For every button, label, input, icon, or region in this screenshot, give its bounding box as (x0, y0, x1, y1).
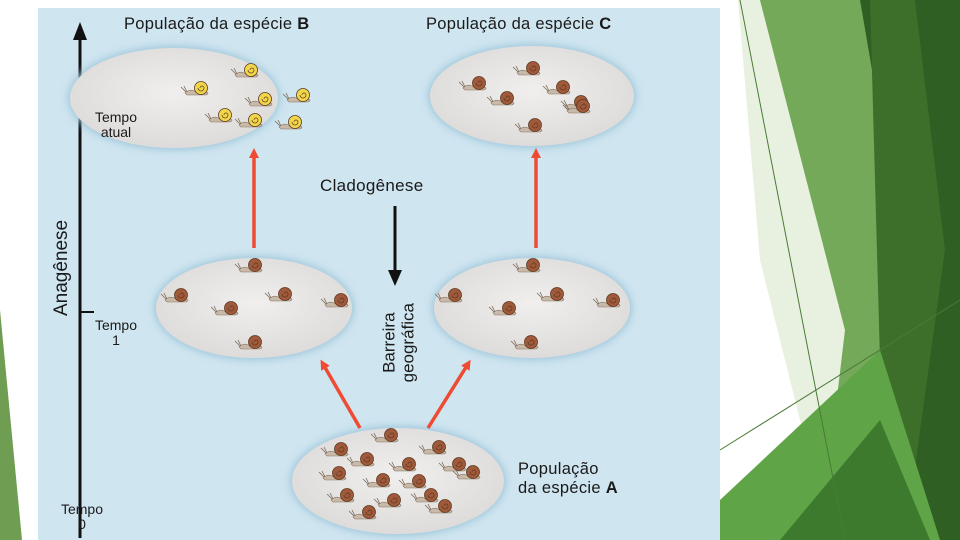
snail-icon (348, 505, 377, 520)
snail-icon (488, 301, 517, 316)
snail-icon (410, 488, 439, 503)
speciation-diagram: População da espécie B População da espé… (38, 8, 720, 540)
snail-icon (424, 499, 453, 514)
label-species-a: População da espécie A (518, 460, 618, 497)
snail-icon (373, 493, 402, 508)
deco-green-bottom-dark (780, 420, 930, 540)
snail-icon (486, 91, 515, 106)
ellipse-time1-left (154, 256, 354, 360)
snail-icon (398, 474, 427, 489)
snail-icon (510, 335, 539, 350)
time-axis-arrowhead (73, 22, 87, 40)
ellipse-time1-right (432, 256, 632, 360)
ellipse-species-c (428, 44, 636, 148)
label-tempo-atual: Tempo atual (94, 109, 138, 140)
snail-icon (512, 258, 541, 273)
snail-icon (282, 88, 311, 103)
snail-icon (438, 457, 467, 472)
snail-icon (362, 473, 391, 488)
snail-icon (388, 457, 417, 472)
snail-icon (320, 293, 349, 308)
label-anagenese: Anagênese (51, 219, 73, 317)
ellipse-species-b (68, 46, 280, 150)
snail-icon (434, 288, 463, 303)
label-barreira-geografica: Barreira geográfica (379, 303, 417, 383)
label-species-b: População da espécie B (124, 15, 310, 33)
snail-icon (318, 466, 347, 481)
snail-icon (512, 61, 541, 76)
snail-icon (326, 488, 355, 503)
snail-icon (180, 81, 209, 96)
label-tempo-1: Tempo 1 (94, 317, 138, 348)
barrier-arrowhead (388, 270, 402, 286)
snails-layer (160, 61, 621, 520)
snail-icon (514, 118, 543, 133)
snail-icon (458, 76, 487, 91)
snail-icon (542, 80, 571, 95)
snail-icon (592, 293, 621, 308)
snail-icon (320, 442, 349, 457)
snail-icon (244, 92, 273, 107)
arrow-a-to-right (426, 359, 471, 429)
ellipse-species-a (290, 426, 506, 536)
snail-icon (234, 335, 263, 350)
diagram-graphics (68, 22, 636, 538)
snail-icon (274, 115, 303, 130)
snail-icon (536, 287, 565, 302)
label-tempo-0: Tempo 0 (60, 501, 104, 532)
snail-icon (418, 440, 447, 455)
snail-icon (204, 108, 233, 123)
snail-icon (234, 258, 263, 273)
snail-icon (210, 301, 239, 316)
snail-icon (264, 287, 293, 302)
arrow-a-to-left (320, 359, 362, 429)
snail-icon (346, 452, 375, 467)
deco-thin-line-1 (739, 0, 846, 540)
snail-icon (234, 113, 263, 128)
snail-icon (160, 288, 189, 303)
deco-thin-line-2 (719, 299, 960, 451)
snail-icon (452, 465, 481, 480)
snail-icon (370, 428, 399, 443)
snail-icon (562, 99, 591, 114)
label-cladogenese: Cladogênese (320, 176, 424, 195)
deco-left-triangle (0, 310, 22, 540)
label-species-c: População da espécie C (426, 15, 612, 33)
snail-icon (230, 63, 259, 78)
